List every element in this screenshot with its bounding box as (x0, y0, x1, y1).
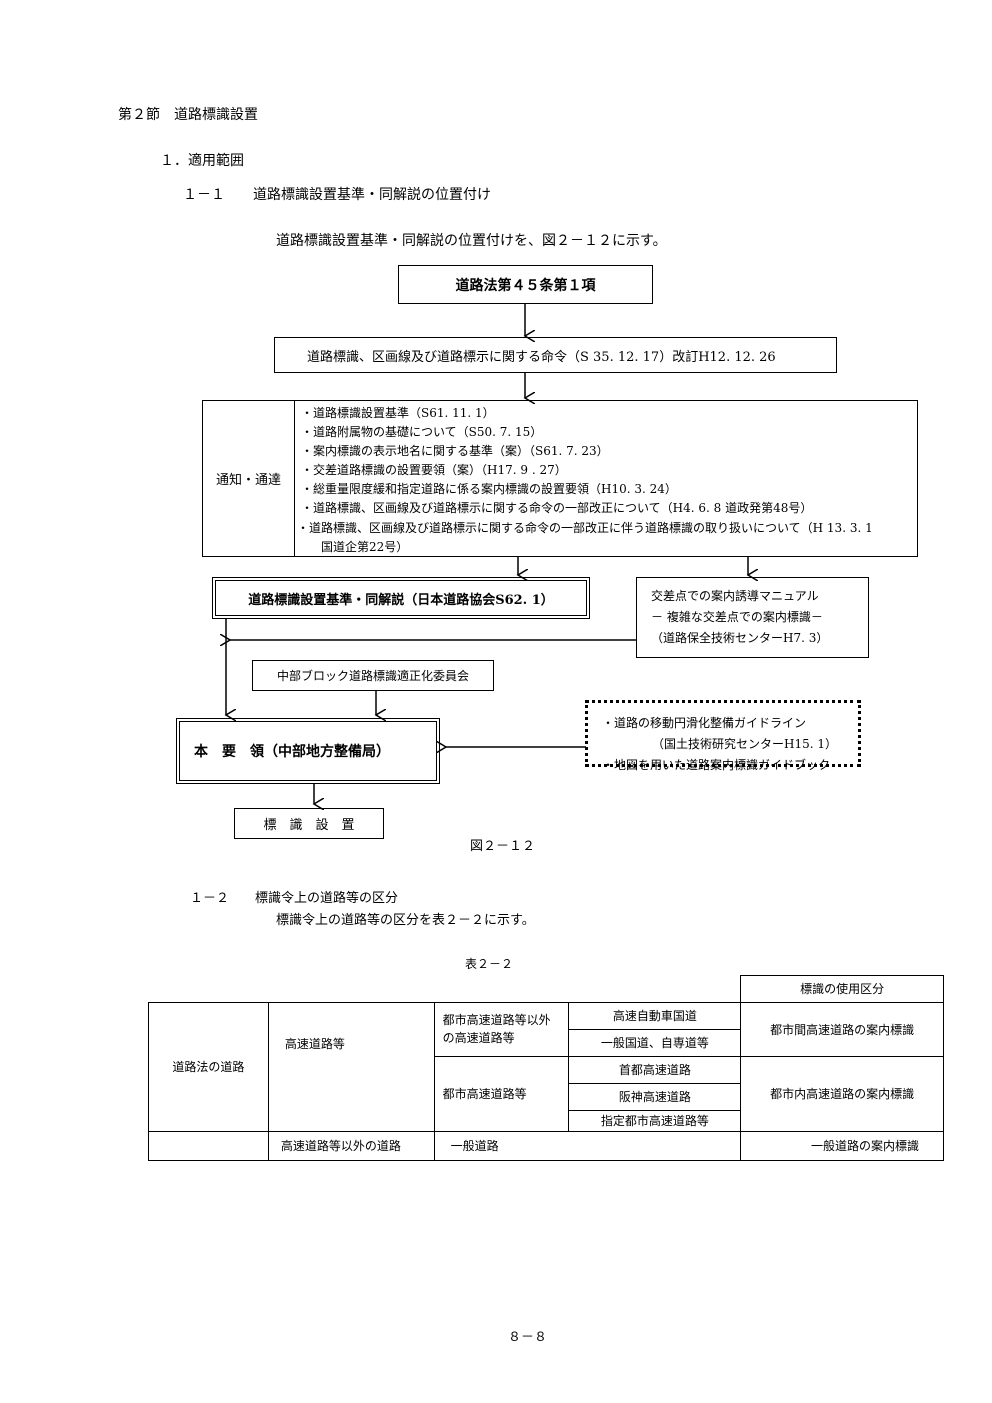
manual-box: 交差点での案内誘導マニュアル － 複雑な交差点での案内標識－ （道路保全技術セン… (636, 577, 869, 658)
notice-item: ・交差道路標識の設置要領（案）（H17. 9 . 27） (301, 463, 567, 478)
table-row: 阪神高速道路 (149, 1082, 944, 1111)
table-row: 道路法の道路 高速道路等 都市高速道路等以外の高速道路等 高速自動車国道 都市間… (148, 1001, 944, 1132)
shuto-cell: 首都高速道路 (568, 1055, 742, 1084)
standard-box: 道路標識設置基準・同解説（日本道路協会S62. 1） (212, 577, 590, 619)
guideline-item: （国土技術研究センターH15. 1） (652, 737, 837, 751)
notice-item: ・道路附属物の基礎について（S50. 7. 15） (301, 425, 543, 440)
figure-caption: 図２－１２ (470, 839, 536, 854)
sign-install-box: 標 識 設 置 (234, 808, 384, 839)
non-urban-expressway-cell: 都市高速道路等以外の高速道路等 (433, 1001, 570, 1057)
road-law-cell: 道路法の道路 (148, 1001, 269, 1132)
notices-list: ・道路標識設置基準（S61. 11. 1） ・道路附属物の基礎について（S50.… (297, 404, 873, 557)
subsection-title: １．適用範囲 (160, 153, 244, 169)
intro-text: 道路標識設置基準・同解説の位置付けを、図２－１２に示す。 (276, 233, 667, 249)
guideline-item: ・道路の移動円滑化整備ガイドライン (602, 716, 807, 730)
guideline-item: ・地図を用いた道路案内標識ガイドブック (602, 758, 831, 772)
general-road-cell: 一般道路 (433, 1130, 742, 1161)
expressway-cell: 高速道路等 (267, 1001, 435, 1132)
table-row: 一般国道、自専道等 (149, 1028, 944, 1057)
notice-item: 国道企第22号） (321, 539, 409, 554)
notice-item: ・道路標識設置基準（S61. 11. 1） (301, 406, 495, 420)
section-title: 第２節 道路標識設置 (118, 107, 258, 123)
notice-item: ・道路標識、区画線及び道路標示に関する命令の一部改正に伴う道路標識の取り扱いにつ… (297, 520, 873, 535)
notice-item: ・道路標識、区画線及び道路標示に関する命令の一部改正について（H4. 6. 8 … (301, 501, 813, 516)
hanshin-cell: 阪神高速道路 (568, 1082, 742, 1111)
main-label: 本 要 領 (194, 744, 264, 760)
national-expressway-cell: 高速自動車国道 (568, 1001, 742, 1030)
general-usage-cell: 一般道路の案内標識 (740, 1130, 944, 1161)
table-row: 指定都市高速道路等 (149, 1109, 944, 1132)
notices-label: 通知・通達 (203, 401, 295, 556)
item-1-2-title: １－２ 標識令上の道路等の区分 (190, 891, 399, 906)
table-row: 高速道路等以外の道路 一般道路 一般道路の案内標識 (148, 1130, 944, 1161)
general-national-cell: 一般国道、自専道等 (568, 1028, 742, 1057)
road-classification-table: 標識の使用区分 道路法の道路 高速道路等 都市高速道路等以外の高速道路等 高速自… (148, 975, 944, 1161)
notice-item: ・総重量限度緩和指定道路に係る案内標識の設置要領（H10. 3. 24） (301, 482, 677, 497)
manual-line: 交差点での案内誘導マニュアル (651, 589, 819, 603)
notice-item: ・案内標識の表示地名に関する基準（案）（S61. 7. 23） (301, 444, 609, 459)
manual-line: （道路保全技術センターH7. 3） (651, 631, 829, 645)
table-header-row: 標識の使用区分 (149, 975, 944, 1003)
urban-expressway-cell: 都市高速道路等 (433, 1055, 570, 1132)
page-number: ８－８ (508, 1330, 548, 1345)
item-1-1-title: １－１ 道路標識設置基準・同解説の位置付け (183, 187, 491, 203)
table-row: 都市高速道路等 首都高速道路 都市内高速道路の案内標識 (149, 1055, 944, 1132)
inter-city-usage-cell: 都市間高速道路の案内標識 (740, 1001, 944, 1057)
main-org: （中部地方整備局） (264, 744, 390, 760)
designated-urban-cell: 指定都市高速道路等 (568, 1109, 742, 1132)
non-expressway-cell: 高速道路等以外の道路 (267, 1130, 435, 1161)
intra-city-usage-cell: 都市内高速道路の案内標識 (740, 1055, 944, 1132)
main-box: 本 要 領 （中部地方整備局） (176, 718, 440, 784)
law-box: 道路法第４５条第１項 (398, 265, 653, 304)
item-1-2-text: 標識令上の道路等の区分を表２－２に示す。 (276, 913, 535, 928)
table-caption: 表２－２ (465, 957, 514, 971)
committee-box: 中部ブロック道路標識適正化委員会 (252, 660, 494, 691)
notices-box: 通知・通達 ・道路標識設置基準（S61. 11. 1） ・道路附属物の基礎につい… (202, 400, 918, 557)
usage-header: 標識の使用区分 (740, 975, 944, 1003)
order-text: 道路標識、区画線及び道路標示に関する命令（S 35. 12. 17）改訂H12.… (307, 349, 776, 365)
order-box: 道路標識、区画線及び道路標示に関する命令（S 35. 12. 17）改訂H12.… (274, 337, 837, 373)
guidelines-box: ・道路の移動円滑化整備ガイドライン （国土技術研究センターH15. 1） ・地図… (585, 700, 861, 772)
manual-line: － 複雑な交差点での案内標識－ (651, 610, 823, 624)
